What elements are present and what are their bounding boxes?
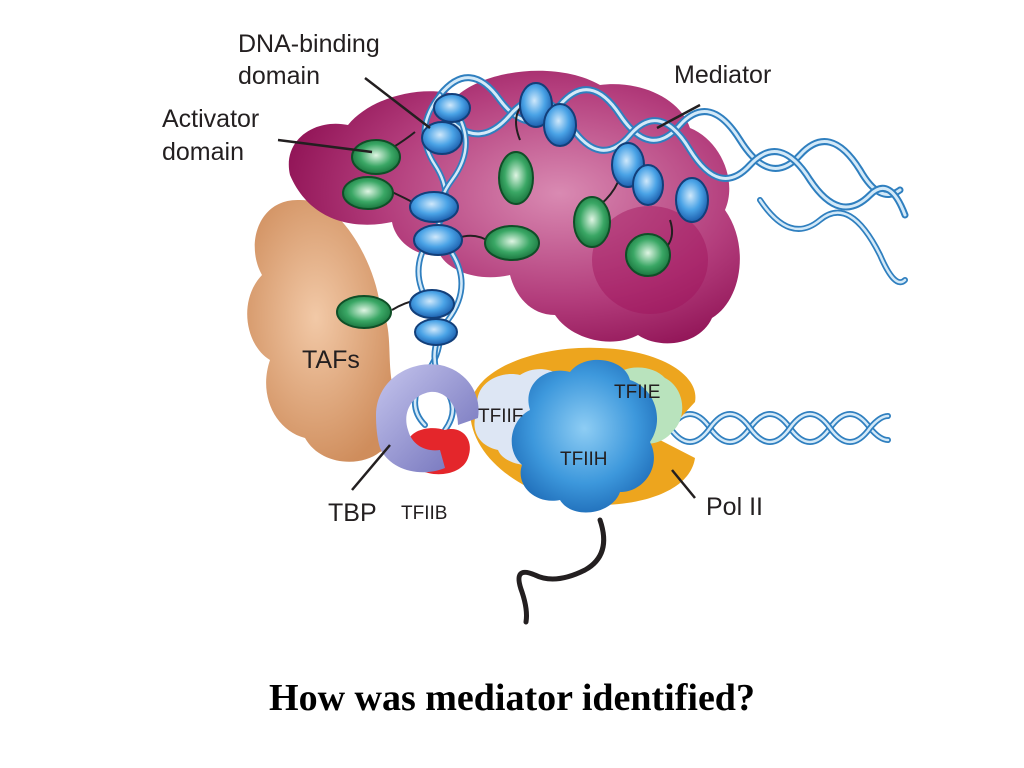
activator-domain [573, 196, 611, 248]
label-tfiih: TFIIH [560, 449, 608, 470]
dna-binding-domains [409, 82, 709, 346]
activator-domain [342, 176, 394, 210]
label-tfiif: TFIIF [478, 406, 523, 427]
activator-domain [498, 151, 534, 205]
label-tfiib: TFIIB [401, 503, 447, 524]
label-tafs: TAFs [302, 346, 360, 374]
label-tbp: TBP [328, 499, 377, 527]
rna-transcript [516, 517, 607, 625]
dna-binding-domain [632, 164, 664, 206]
dna-binding-domain [414, 318, 458, 346]
activator-domains [336, 139, 671, 329]
leader-lines [277, 77, 701, 499]
dna-binding-domain [421, 121, 463, 155]
dna-binding-domain [519, 82, 553, 128]
activator-domain [484, 225, 540, 261]
label-mediator: Mediator [674, 61, 771, 89]
tafs-complex [247, 199, 400, 462]
dna-binding-domain [413, 224, 463, 256]
dna-binding-domain [543, 103, 577, 147]
label-tfiie: TFIIE [614, 382, 660, 403]
label-pol-ii: Pol II [706, 493, 763, 521]
label-activator-domain-line2: domain [162, 138, 244, 166]
dna-helix-downstream [667, 411, 891, 445]
activator-domain [625, 233, 671, 277]
tbp [376, 364, 479, 473]
activator-domain [336, 295, 392, 329]
tfiih [511, 359, 658, 513]
dna-binding-domain [433, 93, 471, 123]
dna-binding-domain [409, 191, 459, 223]
label-dna-binding-domain-line1: DNA-binding [238, 30, 380, 58]
dna-binding-domain [675, 177, 709, 223]
dna-binding-domain [409, 289, 455, 319]
label-activator-domain-line1: Activator [162, 105, 259, 133]
label-dna-binding-domain-line2: domain [238, 62, 320, 90]
activator-domain [351, 139, 401, 175]
slide-caption: How was mediator identified? [269, 677, 755, 719]
